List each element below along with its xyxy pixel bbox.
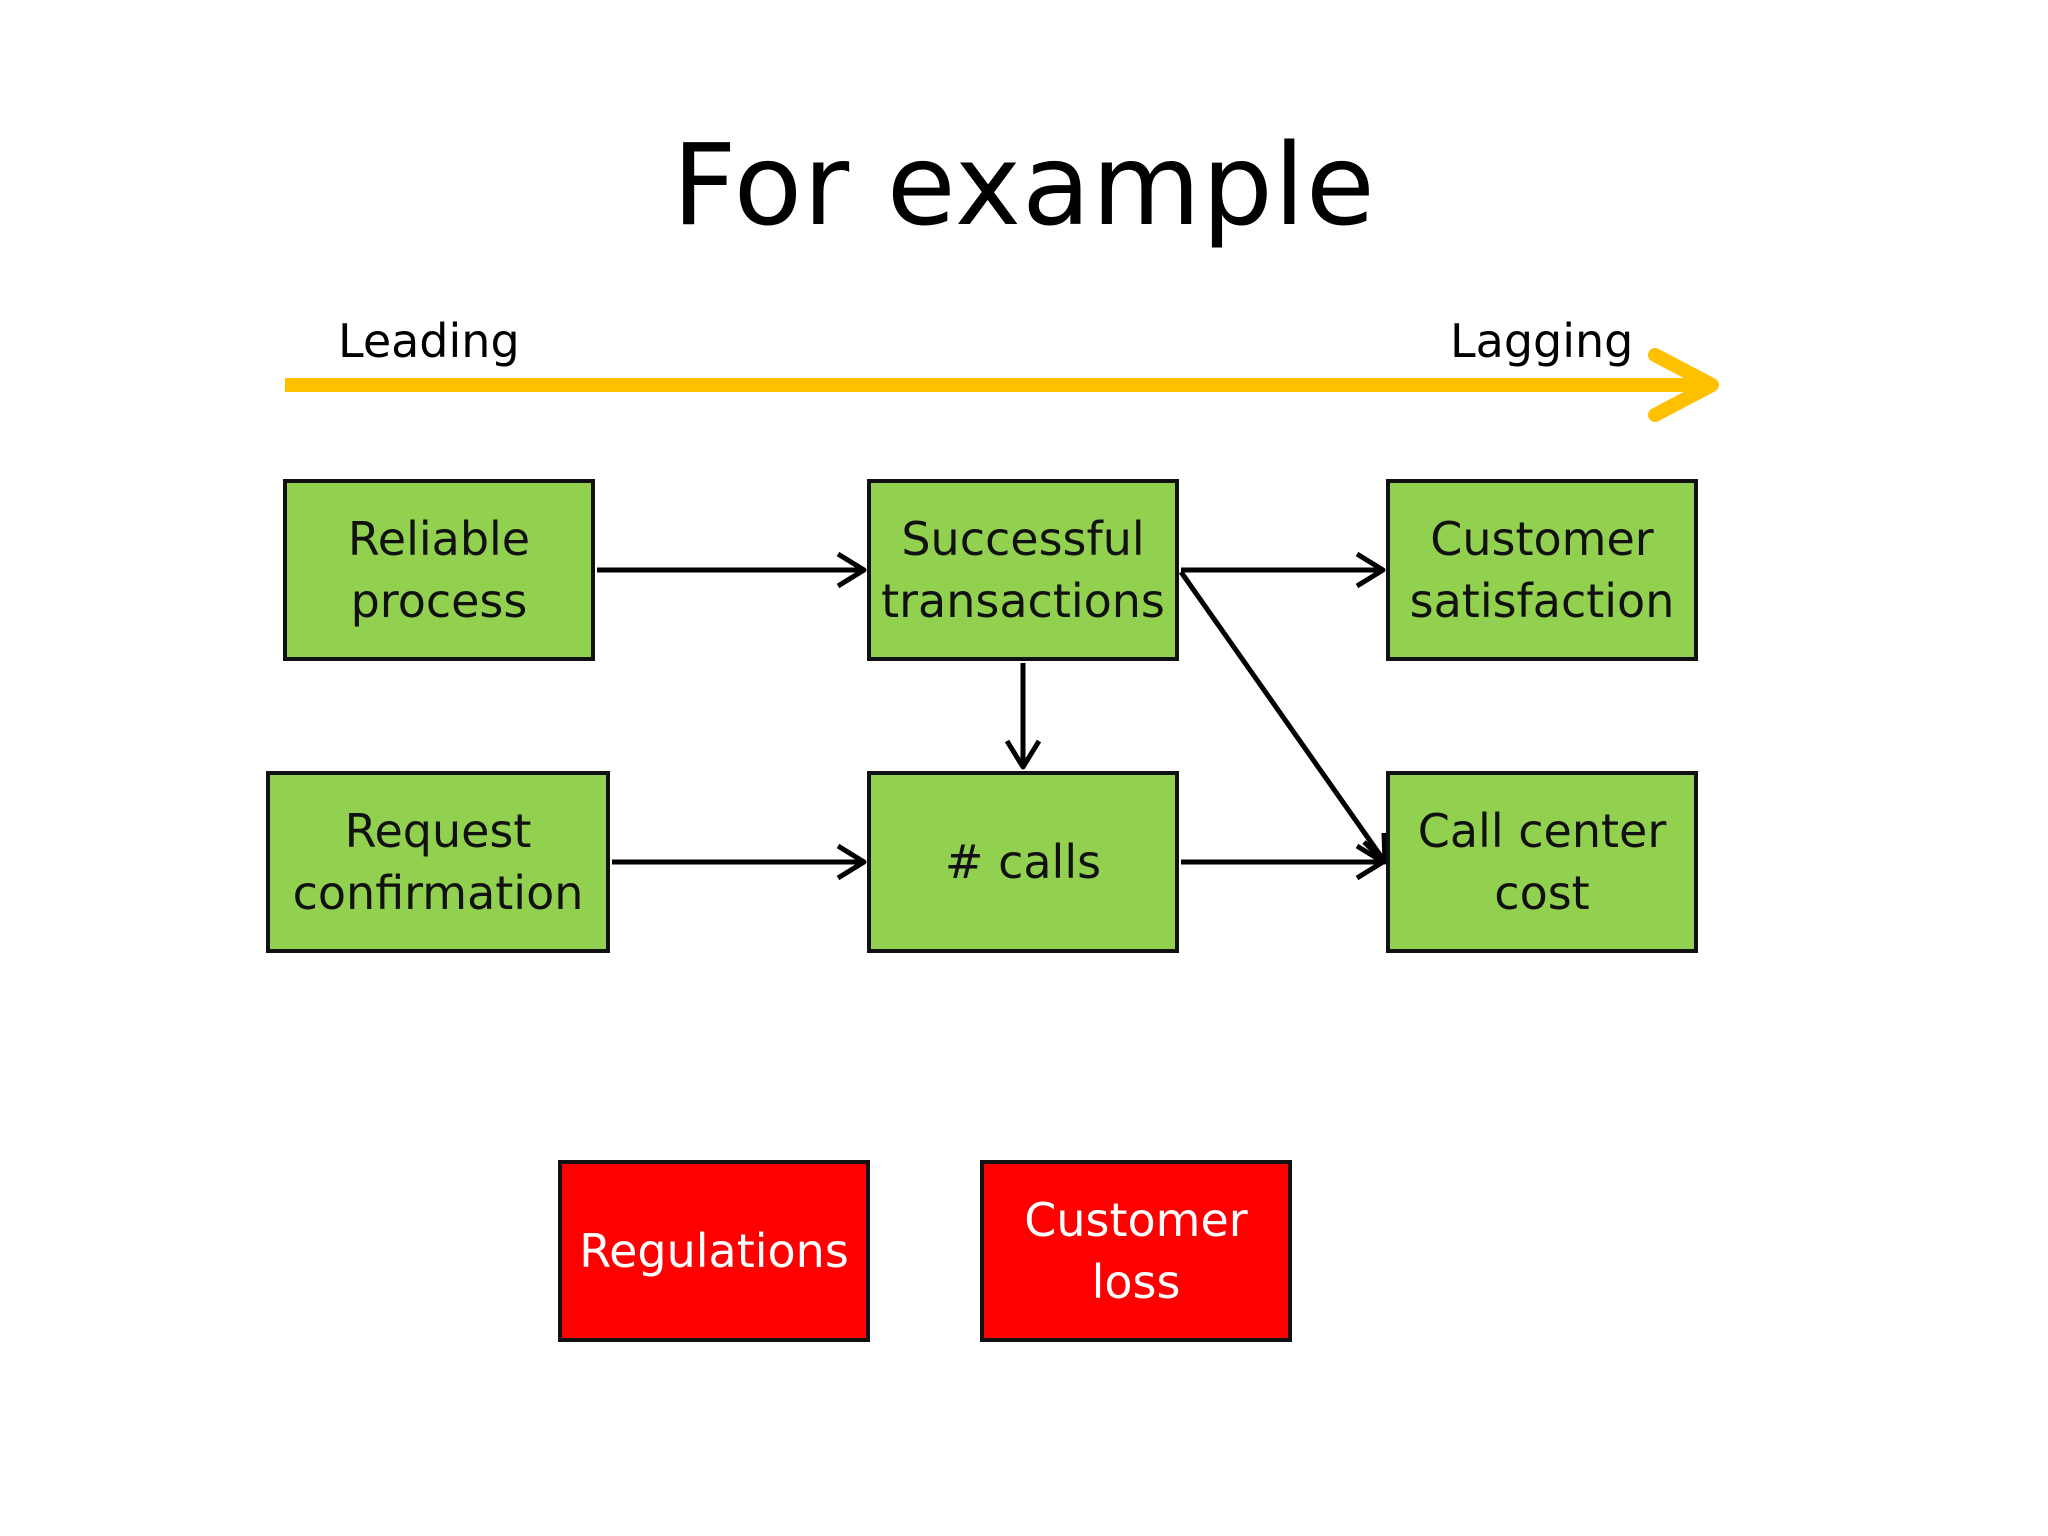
node-label: Call center (1417, 804, 1667, 858)
node-successful-transactions: Successful transactions (867, 479, 1179, 661)
node-label: process (350, 574, 528, 628)
node-regulations: Regulations (558, 1160, 870, 1342)
node-label: # calls (944, 835, 1102, 889)
node-label: Successful (901, 512, 1145, 566)
node-label: satisfaction (1409, 574, 1675, 628)
edge-request-to-calls (612, 843, 867, 881)
node-label: Regulations (579, 1224, 849, 1278)
node-label: Request (344, 804, 532, 858)
node-customer-loss: Customer loss (980, 1160, 1292, 1342)
node-customer-satisfaction: Customer satisfaction (1386, 479, 1698, 661)
edge-calls-to-callcenter (1181, 843, 1386, 881)
node-label: loss (1091, 1255, 1181, 1309)
node-label: Customer (1024, 1193, 1248, 1247)
node-reliable-process: Reliable process (283, 479, 595, 661)
leading-label: Leading (338, 314, 520, 368)
timeline-arrow (285, 348, 1719, 422)
node-label: confirmation (292, 866, 584, 920)
slide-title: For example (672, 121, 1376, 251)
node-label: Reliable (347, 512, 531, 566)
edge-reliable-to-successful (597, 551, 867, 589)
node-request-confirmation: Request confirmation (266, 771, 610, 953)
edge-successful-to-calls (1004, 663, 1042, 770)
node-label: transactions (881, 574, 1165, 628)
lagging-label: Lagging (1450, 314, 1634, 368)
node-label: Customer (1430, 512, 1654, 566)
edge-successful-to-callcenter (1178, 570, 1388, 865)
node-call-center-cost: Call center cost (1386, 771, 1698, 953)
node-calls: # calls (867, 771, 1179, 953)
edge-successful-to-satisfaction (1181, 551, 1386, 589)
node-label: cost (1494, 866, 1590, 920)
